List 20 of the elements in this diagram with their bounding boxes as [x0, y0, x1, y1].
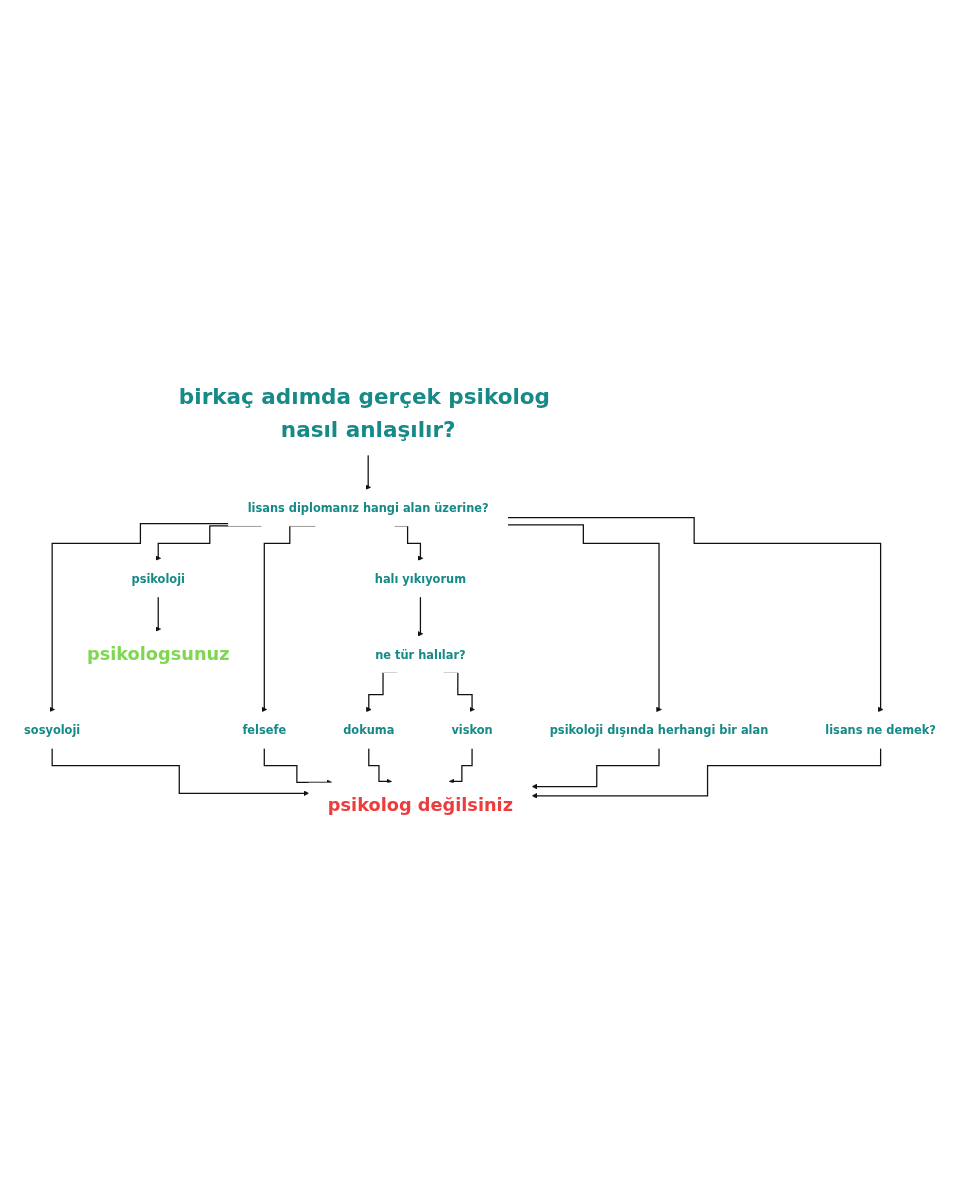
- arrow: [49, 522, 230, 713]
- arrow: [531, 747, 660, 790]
- node-text: lisans ne demek?: [825, 723, 936, 737]
- arrow: [417, 596, 424, 637]
- arrow: [365, 454, 371, 491]
- node-text: psikoloji dışında herhangi bir alan: [549, 723, 769, 737]
- arrow: [155, 596, 161, 632]
- node-text: sosyoloji: [24, 723, 81, 737]
- arrow: [507, 516, 884, 713]
- arrow: [507, 524, 662, 713]
- node-text: halı yıkıyorum: [374, 572, 467, 586]
- node-text: psikolog değilsiniz: [327, 794, 513, 816]
- node-text: viskon: [451, 723, 493, 737]
- node-text: birkaç adımda gerçek psikolog nasıl anlaşılır?: [178, 384, 551, 442]
- node-text: felsefe: [242, 723, 287, 737]
- arrow: [51, 747, 310, 797]
- node-text: psikologsunuz: [86, 643, 230, 665]
- node-text: dokuma: [343, 723, 395, 737]
- arrow: [531, 747, 882, 799]
- node-text: psikoloji: [131, 572, 185, 586]
